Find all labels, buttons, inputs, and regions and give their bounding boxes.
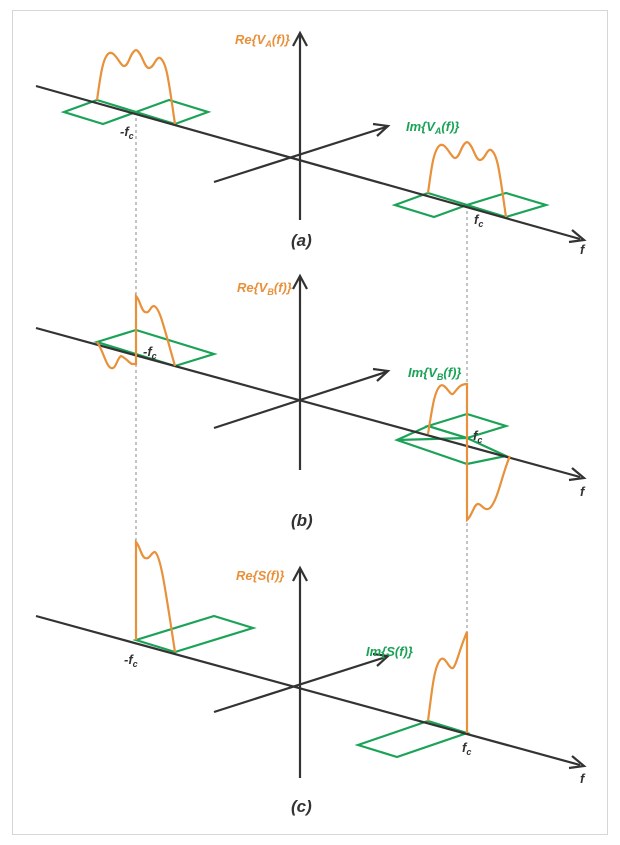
panel-caption: (a) [291,231,312,250]
real-axis-label: Re{VB(f)} [237,280,292,297]
imag-rect-pos [354,719,471,759]
real-axis-label: Re{VA(f)} [235,32,290,49]
real-spectrum-neg [134,539,177,653]
freq-axis-label: f [580,484,586,499]
panel-a: Re{VA(f)} Im{VA(f)} -fc fc f (a) [35,30,587,257]
freq-axis-label: f [580,771,586,786]
freq-axis [35,326,581,479]
freq-axis-arrow [568,755,587,770]
real-spectrum-neg [96,293,177,370]
neg-freq-label: -fc [124,652,138,669]
neg-freq-label: -fc [143,344,157,361]
imag-rect-pos-outline [394,424,510,466]
freq-axis-label: f [580,242,586,257]
imag-axis-label: Im{S(f)} [366,644,413,659]
imag-axis [213,655,387,714]
freq-axis-arrow [568,229,587,244]
figure-frame [12,10,608,835]
imag-rect-neg-right [132,98,212,126]
pos-freq-label: fc [474,212,483,229]
pos-freq-label: fc [473,428,482,445]
real-axis-arrow [292,30,308,47]
freq-axis-arrow [568,467,587,482]
imag-axis-arrow [372,122,391,137]
imag-rect-pos-right [463,191,550,219]
imag-axis-arrow [372,367,391,382]
panel-caption: (c) [291,797,312,816]
real-spectrum-pos [426,382,512,523]
panel-caption: (b) [291,511,313,530]
freq-axis [35,84,581,241]
freq-axis [35,614,581,767]
imag-rect-pos [396,412,510,442]
real-axis-arrow [292,273,308,290]
panel-b: Re{VB(f)} Im{VB(f)} -fc fc f (b) [35,273,587,530]
panel-c: Re{S(f)} Im{S(f)} -fc fc f (c) [35,539,587,816]
imag-axis-arrow [372,652,391,667]
imag-axis [213,370,387,430]
imag-axis-label: Im{VB(f)} [408,365,461,382]
imag-rect-pos-left [391,191,471,219]
real-spectrum-pos [426,631,469,733]
imag-axis-label: Im{VA(f)} [406,119,459,136]
imag-axis [213,125,387,184]
neg-freq-label: -fc [120,124,134,141]
real-spectrum-pos [426,140,508,218]
real-axis-arrow [292,565,308,582]
imag-rect-neg [132,614,257,654]
real-axis-label: Re{S(f)} [236,568,284,583]
real-spectrum-neg [95,48,177,125]
pos-freq-label: fc [462,740,471,757]
imag-rect-neg-left [60,98,140,126]
